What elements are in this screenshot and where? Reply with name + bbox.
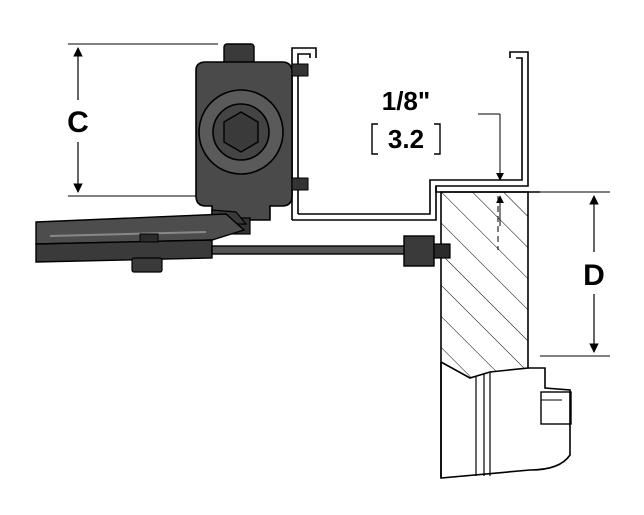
frame-header-profile bbox=[291, 47, 540, 221]
door-section bbox=[440, 191, 572, 479]
door-closer-body bbox=[195, 43, 309, 235]
metric-bracket-left bbox=[371, 123, 378, 155]
dimension-c: C bbox=[67, 43, 218, 197]
clearance-metric-label: 3.2 bbox=[388, 124, 424, 154]
closer-arm bbox=[35, 213, 451, 273]
dimension-d-label: D bbox=[583, 259, 605, 292]
clearance-imperial-label: 1/8" bbox=[382, 86, 430, 116]
metric-bracket-right bbox=[434, 123, 441, 155]
dimension-d: D bbox=[540, 191, 610, 357]
dimension-c-label: C bbox=[67, 106, 89, 139]
dimension-clearance: 1/8" 3.2 bbox=[371, 86, 504, 226]
